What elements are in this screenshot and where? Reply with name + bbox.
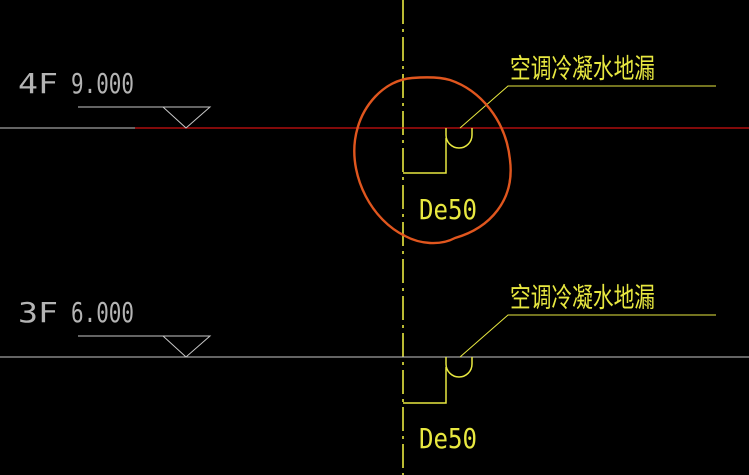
floor-3f-group: 3F 6.000 [0, 296, 749, 358]
floor-4f-level-label: 4F [18, 67, 58, 100]
drain-4f-pipe-size-label: De50 [419, 193, 477, 226]
floor-drain-trap-icon [445, 128, 473, 149]
drain-3f-callout-leader [459, 314, 716, 358]
elevation-triangle-icon [161, 106, 212, 129]
floor-drain-trap-icon [445, 357, 473, 378]
drain-4f-group: 空调冷凝水地漏 De50 [403, 54, 716, 226]
drain-3f-group: 空调冷凝水地漏 De50 [403, 283, 716, 455]
drain-3f-pipe-size-label: De50 [419, 422, 477, 455]
drain-4f-branch-pipe [403, 138, 447, 174]
review-markup-circle [353, 76, 512, 245]
drain-4f-callout-label: 空调冷凝水地漏 [510, 54, 655, 85]
elevation-triangle-icon [161, 335, 212, 358]
floor-3f-level-label: 3F [18, 296, 58, 329]
drain-4f-callout-leader [459, 85, 716, 129]
drain-3f-callout-label: 空调冷凝水地漏 [510, 283, 655, 314]
drain-3f-branch-pipe [403, 367, 447, 404]
floor-3f-elevation-label: 6.000 [71, 296, 134, 329]
floor-4f-elevation-label: 9.000 [71, 67, 134, 100]
floor-4f-group: 4F 9.000 [0, 67, 749, 129]
